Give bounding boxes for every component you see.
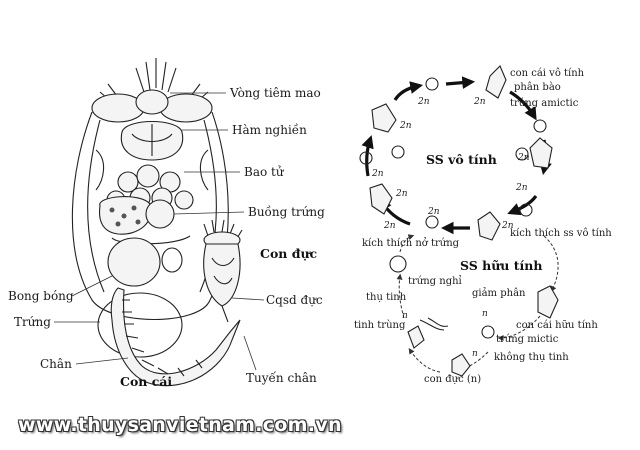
label-tuyen-chan: Tuyến chân — [246, 370, 317, 385]
ploidy-label: 2n — [417, 97, 430, 107]
ploidy-label: 2n — [515, 183, 528, 193]
ploidy-label: 2n — [395, 189, 408, 199]
label-trung-nghi: trứng nghỉ — [408, 276, 462, 287]
sexual-cycle: n n n SS hữu tính kích thích nở trứng tr… — [354, 234, 598, 385]
ploidy-label-n: n — [482, 309, 488, 319]
label-tinh-trung: tinh trùng — [354, 320, 406, 331]
label-thu-tinh: thụ tinh — [366, 292, 407, 303]
ploidy-label: 2n — [383, 221, 396, 231]
label-trung-mictic: trứng mictic — [496, 334, 559, 345]
male-rotifer-drawing — [203, 219, 243, 323]
label-trung: Trứng — [14, 315, 51, 329]
sexual-cycle-title: SS hữu tính — [460, 258, 542, 273]
ploidy-label-n: n — [402, 311, 408, 321]
asexual-cycle: 2n 2n 2n 2n 2n 2n 2n 2n 2n 2n SS vô tính… — [359, 65, 612, 241]
ploidy-label: 2n — [427, 207, 440, 217]
label-cqsd-duc: Cqsd đực — [266, 293, 323, 307]
label-khong-thu-tinh: không thụ tinh — [494, 352, 569, 363]
label-con-cai-vo-tinh: con cái vô tính — [510, 68, 585, 79]
label-ham-nghien: Hàm nghiền — [232, 122, 307, 137]
ploidy-label: 2n — [517, 153, 530, 163]
label-phan-bao: phân bào — [514, 82, 561, 93]
label-bong-bong: Bong bóng — [8, 289, 74, 303]
label-giam-phan: giảm phân — [472, 288, 526, 299]
label-trung-amictic: trứng amictic — [510, 98, 579, 109]
anatomy-labels: Vòng tiêm mao Hàm nghiền Bao tử Buồng tr… — [8, 86, 325, 389]
ploidy-label: 2n — [399, 121, 412, 131]
label-vong-tiem-mao: Vòng tiêm mao — [229, 86, 321, 100]
label-buong-trung: Buồng trứng — [248, 204, 325, 219]
female-rotifer-drawing — [71, 58, 241, 387]
ploidy-label-n: n — [472, 349, 478, 359]
label-chan: Chân — [40, 357, 72, 371]
label-kich-thich-ss-vo-tinh: kích thích ss vô tính — [510, 228, 612, 239]
label-bao-tu: Bao tử — [244, 165, 285, 179]
label-kich-thich-no-trung: kích thích nở trứng — [362, 238, 460, 249]
asexual-cycle-title: SS vô tính — [426, 152, 497, 167]
label-con-duc-n: con đực (n) — [424, 374, 481, 385]
label-con-duc: Con đực — [260, 246, 318, 261]
label-con-cai: Con cái — [120, 374, 172, 389]
website-watermark: www.thuysanvietnam.com.vn — [18, 414, 342, 436]
ploidy-label: 2n — [473, 97, 486, 107]
label-con-cai-huu-tinh: con cái hữu tính — [516, 320, 598, 331]
ploidy-label: 2n — [371, 169, 384, 179]
ploidy-label: 2n — [501, 221, 514, 231]
